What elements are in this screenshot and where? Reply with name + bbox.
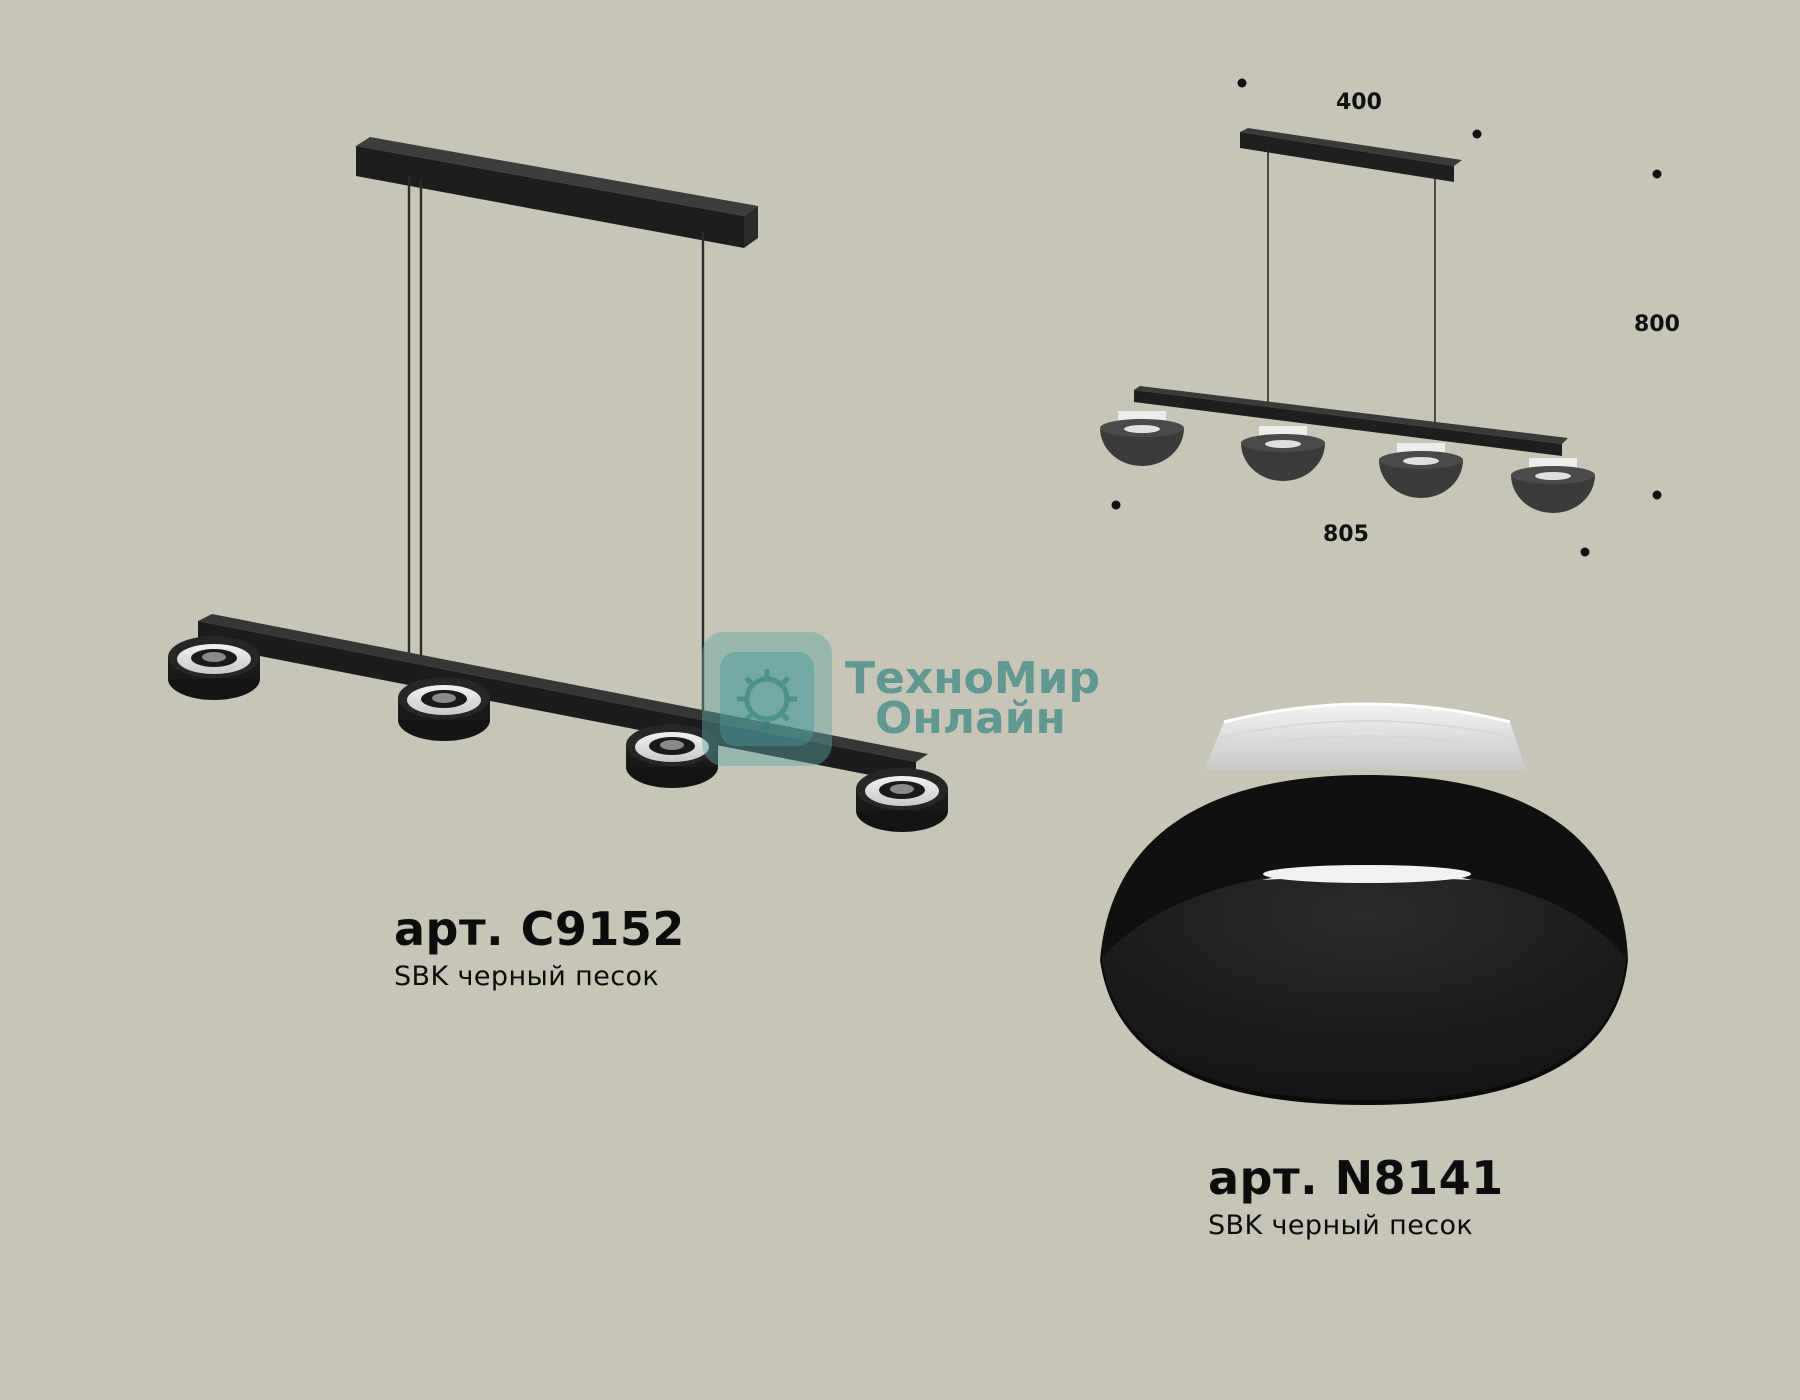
watermark-line1: ТехноМир	[845, 653, 1100, 704]
dimension-length: 805	[1323, 522, 1369, 547]
finish-text: SBK черный песок	[394, 960, 660, 992]
diagram-lamp	[1379, 443, 1463, 498]
product-label-c9152: арт. C9152 SBK черный песок	[394, 904, 685, 992]
suspension-cables	[407, 176, 705, 746]
main-fixture-c9152	[168, 137, 948, 832]
finish-text: SBK черный песок	[1208, 1209, 1474, 1241]
spotlight-head	[168, 636, 260, 700]
shade-inner-surface	[1102, 868, 1626, 1100]
diagram-cables	[1267, 148, 1436, 437]
shade-mounting-ring	[1204, 702, 1526, 770]
diagram-lamp	[1511, 458, 1595, 513]
dimension-width-top: 400	[1336, 90, 1382, 115]
dimension-diagram: 400 800 805	[1100, 78, 1680, 557]
gear-icon	[737, 669, 797, 729]
shade-diffuser-rim	[1263, 865, 1471, 883]
product-label-n8141: арт. N8141 SBK черный песок	[1208, 1153, 1504, 1241]
ceiling-canopy	[356, 137, 758, 248]
diagram-lamp	[1100, 411, 1184, 466]
lamp-rail	[198, 614, 928, 784]
spotlight-head	[856, 768, 948, 832]
diagram-lamp	[1241, 426, 1325, 481]
diagram-canopy	[1240, 128, 1462, 182]
spotlight-head	[398, 677, 490, 741]
dome-shade-n8141	[1100, 702, 1628, 1105]
dimension-height: 800	[1634, 312, 1680, 337]
spotlight-head	[626, 724, 718, 788]
diagram-rail	[1134, 386, 1568, 456]
article-code: арт. N8141	[1208, 1151, 1504, 1205]
article-code: арт. C9152	[394, 902, 685, 956]
dimension-marker-dots	[1111, 78, 1662, 557]
watermark: ТехноМир Онлайн	[702, 632, 1100, 766]
watermark-line2: Онлайн	[875, 693, 1066, 744]
